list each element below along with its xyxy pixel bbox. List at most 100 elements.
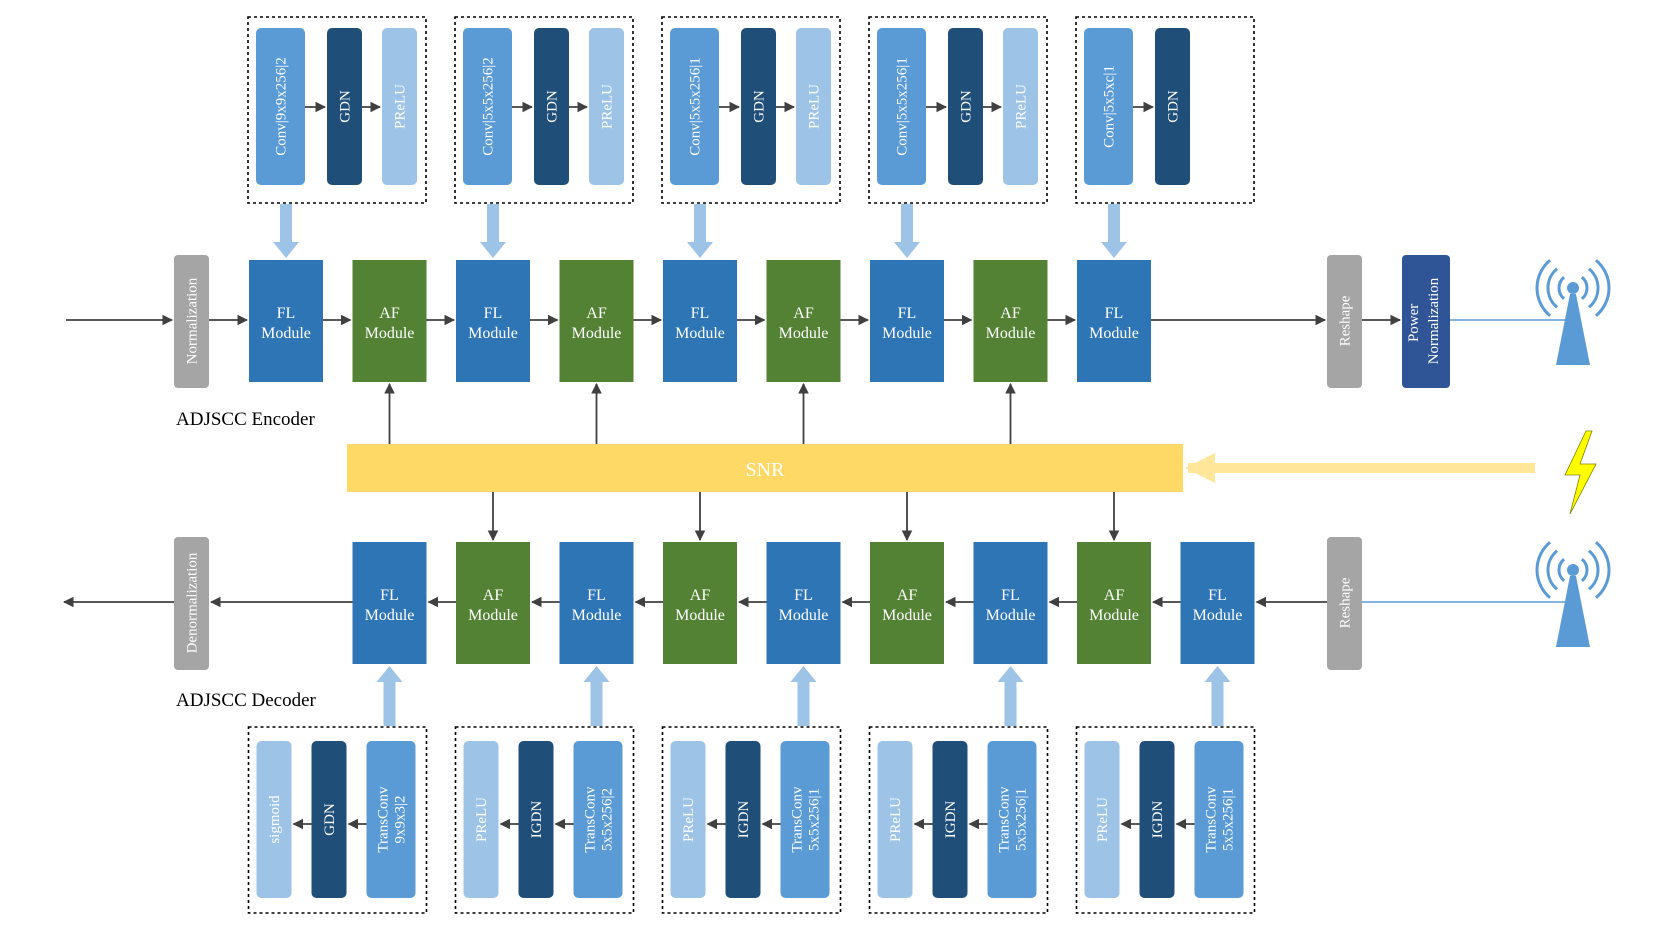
dec-fl-module-9-label: FL Module [1193,587,1243,624]
tx-antenna-icon-mast [1556,294,1590,365]
dec-detail-3-gdn-label: IGDN [736,801,752,839]
dec-detail-3-prelu-line-1: PReLU [681,797,697,842]
enc-af-module-8-line-2: Module [986,325,1036,342]
enc-af-module-8-line-1: AF [1000,305,1021,322]
enc-fl-module-1 [249,260,323,382]
dec-detail-3-conv-label: TransConv5x5x256|1 [790,786,823,853]
rx-antenna-icon-wave-left-2 [1546,549,1559,591]
dec-detail-4-prelu-block [877,741,913,898]
snr-label: SNR [746,459,786,481]
enc-detail-2-feed-arrow [480,204,506,258]
dec-detail-5-conv-line-1: TransConv [1204,786,1220,853]
dec-af-module-6-label: AF Module [882,587,932,624]
rx-antenna-icon-wave-right-3 [1594,541,1611,599]
decoder-detail-boxes: sigmoid GDN TransConv 9x9x3|2 PReLU IGDN Trans… [247,666,1256,914]
dec-detail-2-conv-block [573,741,623,898]
dec-detail-4-prelu-label: PReLU [888,797,904,842]
enc-detail-1-conv-block [256,28,305,185]
dec-fl-module-3 [559,542,634,664]
dec-detail-5-conv-line-2: 5x5x256|1 [1221,788,1237,851]
power-normalization-block [1402,255,1450,388]
dec-af-module-2 [456,542,530,664]
dec-detail-1-gdn-line-1: GDN [322,803,338,836]
dec-detail-3-conv-line-1: TransConv [790,786,806,853]
dec-fl-module-9-line-1: FL [1208,587,1227,604]
dec-fl-module-9-line-2: Module [1193,607,1243,624]
enc-detail-3-gdn-label: GDN [752,90,768,123]
enc-fl-module-7 [870,260,944,382]
enc-detail-4-conv-block [877,28,926,185]
enc-detail-4-gdn-label: GDN [959,90,975,123]
dec-af-module-6-line-1: AF [897,587,918,604]
enc-fl-module-3 [456,260,530,382]
dec-af-module-2-line-2: Module [468,607,518,624]
dec-detail-2-feed-arrow [583,666,610,726]
dec-detail-box-5 [1075,726,1256,914]
dec-detail-4-prelu-line-1: PReLU [888,797,904,842]
denormalization-label: Denormalization [185,552,201,653]
dec-detail-1-prelu-line-1: sigmoid [267,795,283,844]
enc-detail-box-1 [247,16,427,204]
enc-af-module-6 [766,260,841,382]
dec-af-module-4-line-1: AF [690,587,711,604]
dec-fl-module-5-line-2: Module [779,607,829,624]
dec-af-module-4 [663,542,737,664]
enc-af-module-2-line-1: AF [379,305,400,322]
enc-detail-5-conv-block [1084,28,1133,185]
encoder-title: ADJSCC Encoder [176,409,315,430]
enc-fl-module-9 [1077,260,1151,382]
enc-af-module-8-label: AF Module [986,305,1036,342]
enc-detail-1-gdn-label: GDN [338,90,354,123]
tx-antenna-icon-wave-right-2 [1587,267,1600,309]
enc-detail-1-prelu-label: PReLU [393,84,409,129]
enc-detail-4-feed-arrow [894,204,920,258]
dec-detail-3-conv-block [780,741,830,898]
enc-af-module-6-line-2: Module [779,325,829,342]
dec-detail-2-gdn-line-1: IGDN [529,801,545,839]
dec-detail-4-conv-line-1: TransConv [997,786,1013,853]
dec-detail-2-gdn-block [518,741,554,898]
dec-af-module-6-line-2: Module [882,607,932,624]
dec-af-module-4-line-2: Module [675,607,725,624]
enc-af-module-2 [352,260,427,382]
enc-detail-3-conv-block [670,28,719,185]
dec-detail-box-2 [454,726,635,914]
dec-detail-4-gdn-line-1: IGDN [943,801,959,839]
dec-fl-module-9 [1180,542,1255,664]
dec-detail-5-gdn-block [1139,741,1175,898]
dec-detail-3-prelu-label: PReLU [681,797,697,842]
enc-detail-2-gdn-label: GDN [545,90,561,123]
tx-antenna-icon-wave-left-2 [1546,267,1559,309]
enc-af-module-4-line-2: Module [572,325,622,342]
dec-af-module-8 [1077,542,1151,664]
dec-detail-3-prelu-block [670,741,706,898]
encoder-reshape-label: Reshape [1338,295,1354,346]
power-normalization-line-1: Power [1406,304,1422,342]
dec-detail-3-conv-line-2: 5x5x256|1 [807,788,823,851]
dec-detail-1-conv-line-2: 9x9x3|2 [393,795,409,843]
enc-detail-2-conv-label: Conv|5x5x256|2 [481,57,497,156]
enc-detail-3-feed-arrow [687,204,713,258]
dec-detail-box-4 [868,726,1049,914]
enc-fl-module-1-line-1: FL [277,305,296,322]
dec-detail-5-conv-block [1194,741,1244,898]
dec-detail-box-1 [247,726,428,914]
decoder-reshape-label: Reshape [1338,577,1354,628]
enc-detail-box-2 [454,16,634,204]
dec-af-module-6 [870,542,944,664]
dec-fl-module-3-line-2: Module [572,607,622,624]
dec-detail-2-prelu-block [463,741,499,898]
enc-af-module-4 [559,260,634,382]
enc-fl-module-9-line-2: Module [1089,325,1139,342]
dec-detail-5-prelu-label: PReLU [1095,797,1111,842]
enc-detail-4-gdn-block [948,28,983,185]
dec-detail-2-prelu-line-1: PReLU [474,797,490,842]
dec-detail-3-feed-arrow [790,666,817,726]
